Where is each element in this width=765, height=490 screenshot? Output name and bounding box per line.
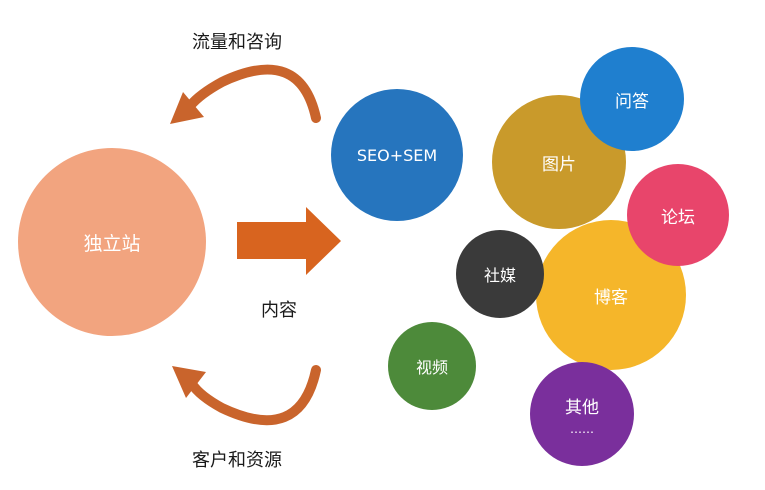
node-seo-sem: SEO+SEM bbox=[331, 89, 463, 221]
bottom-curved-arrowhead bbox=[172, 366, 206, 398]
node-seo-sem-label: SEO+SEM bbox=[356, 145, 438, 165]
node-pictures-label: 图片 bbox=[542, 154, 576, 175]
main-right-arrow bbox=[237, 207, 341, 275]
node-blog-label: 博客 bbox=[594, 287, 628, 308]
node-social-media: 社媒 bbox=[456, 230, 544, 318]
node-video-label: 视频 bbox=[415, 358, 448, 377]
node-other-ellipsis: …… bbox=[570, 421, 594, 436]
node-social-media-label: 社媒 bbox=[483, 266, 516, 285]
bottom-curved-arrow bbox=[187, 365, 321, 426]
node-independent-site-label: 独立站 bbox=[83, 232, 141, 255]
label-content: 内容 bbox=[261, 300, 297, 321]
node-video: 视频 bbox=[388, 322, 476, 410]
node-forum: 论坛 bbox=[627, 164, 729, 266]
top-curved-arrow bbox=[185, 64, 321, 123]
label-clients: 客户和资源 bbox=[192, 450, 282, 471]
node-independent-site: 独立站 bbox=[18, 148, 206, 336]
node-qa: 问答 bbox=[580, 47, 684, 151]
node-qa-label: 问答 bbox=[615, 91, 649, 112]
top-curved-arrowhead bbox=[170, 92, 204, 124]
node-forum-label: 论坛 bbox=[661, 207, 695, 228]
label-traffic: 流量和咨询 bbox=[192, 32, 282, 53]
node-other-label: 其他 bbox=[565, 397, 599, 418]
node-other: 其他 …… bbox=[530, 362, 634, 466]
